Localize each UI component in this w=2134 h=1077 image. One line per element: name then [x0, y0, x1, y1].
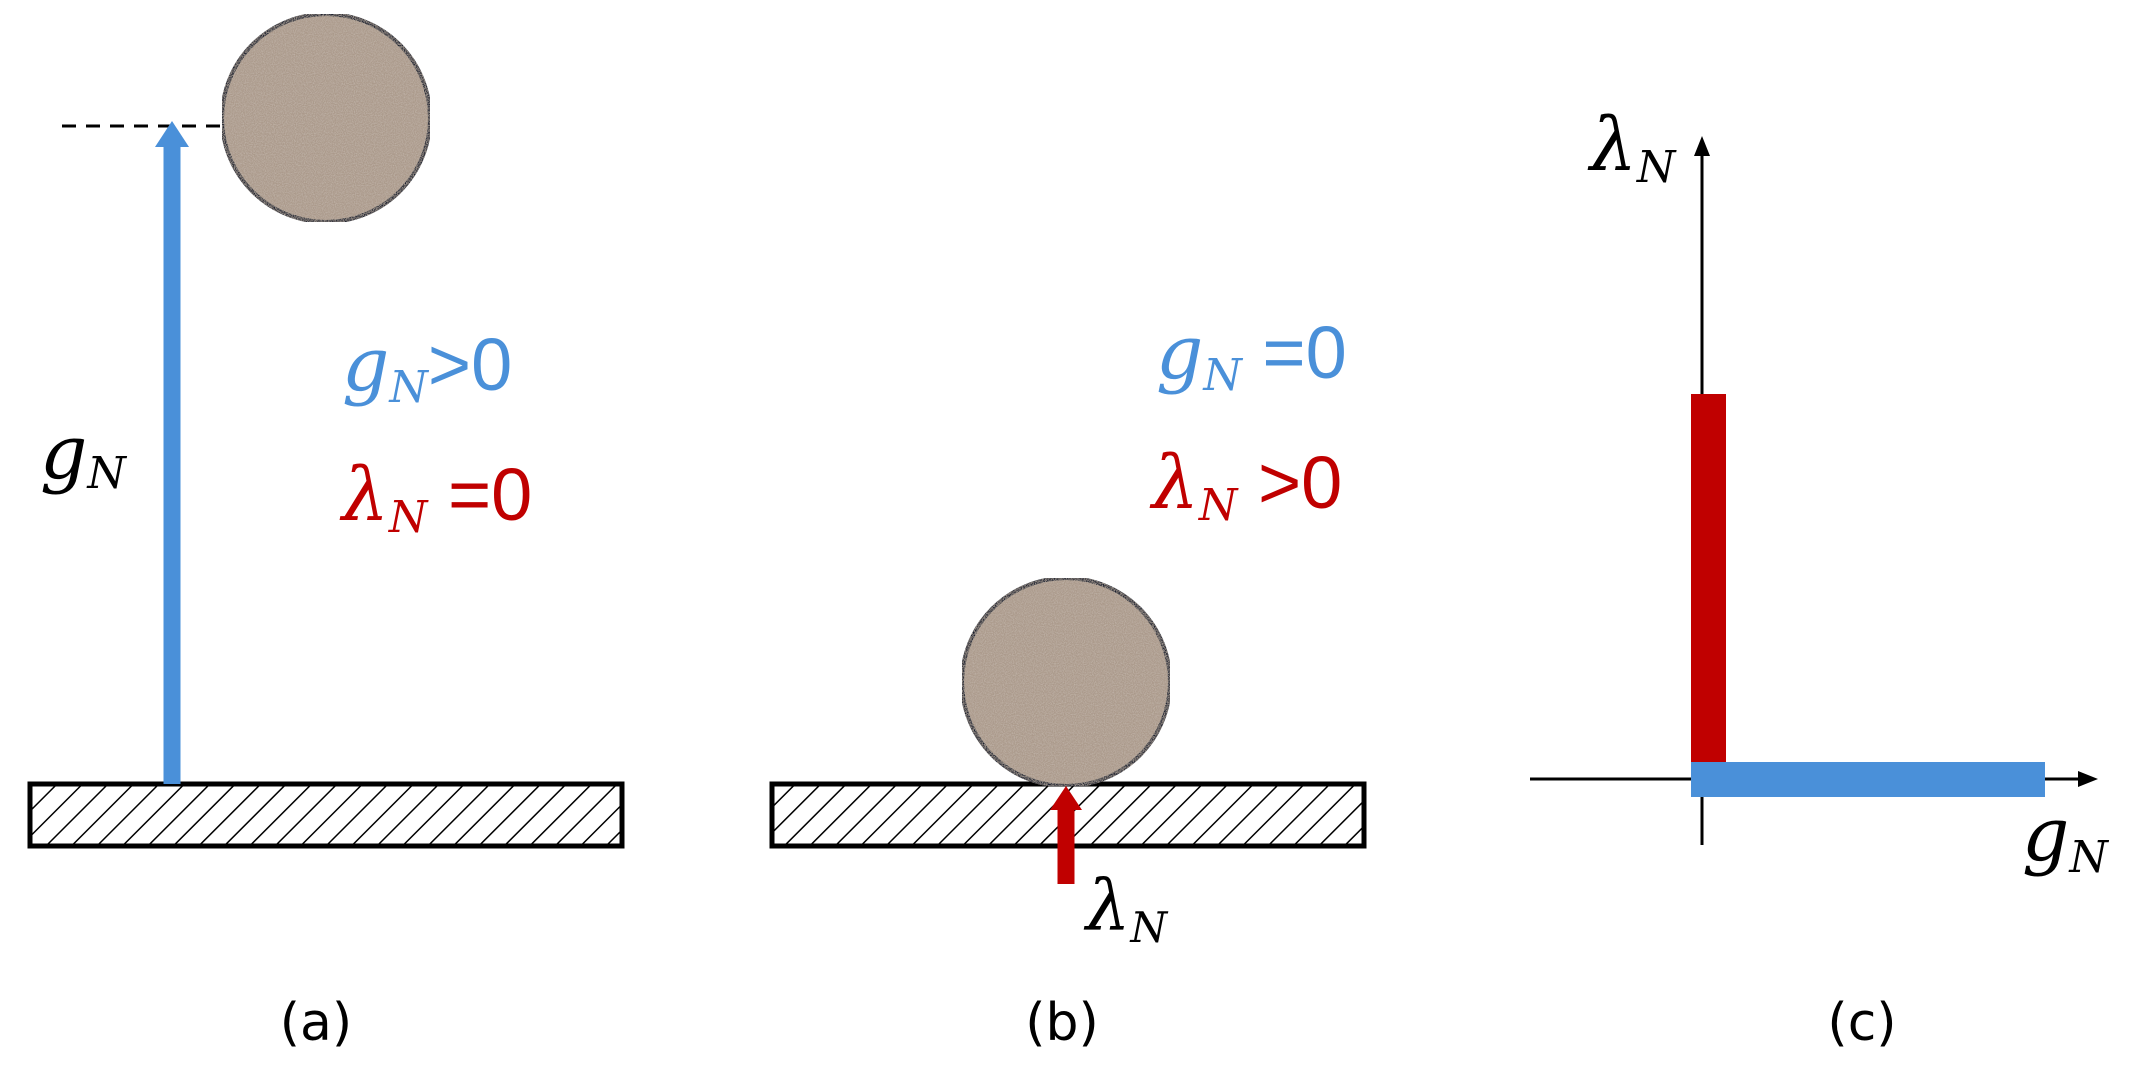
- panel-a: gN gN>0 λN =0 (a): [27, 12, 625, 1053]
- particle-ball-a: [220, 12, 432, 224]
- panel-b: λN gN =0 λN >0 (b): [769, 310, 1367, 1053]
- x-axis-label: gN: [2022, 792, 2109, 883]
- panel-c: λN gN (c): [1530, 102, 2109, 1053]
- gap-branch: [1691, 762, 2045, 797]
- caption-a: (a): [280, 993, 352, 1053]
- caption-b: (b): [1025, 993, 1099, 1053]
- force-condition-a: λN =0: [339, 452, 532, 543]
- gap-label: gN: [40, 410, 127, 499]
- gap-condition-a: gN>0: [342, 322, 512, 413]
- force-condition-b: λN >0: [1149, 440, 1342, 531]
- particle-ball-b: [960, 576, 1172, 788]
- force-label: λN: [1083, 865, 1168, 952]
- caption-c: (c): [1827, 993, 1896, 1053]
- gap-condition-b: gN =0: [1156, 310, 1347, 401]
- force-branch: [1691, 394, 1726, 764]
- gap-arrow: [155, 121, 189, 784]
- contact-force-arrow: [1050, 786, 1082, 884]
- y-axis-label: λN: [1587, 102, 1677, 193]
- ground-block-a: [27, 781, 625, 849]
